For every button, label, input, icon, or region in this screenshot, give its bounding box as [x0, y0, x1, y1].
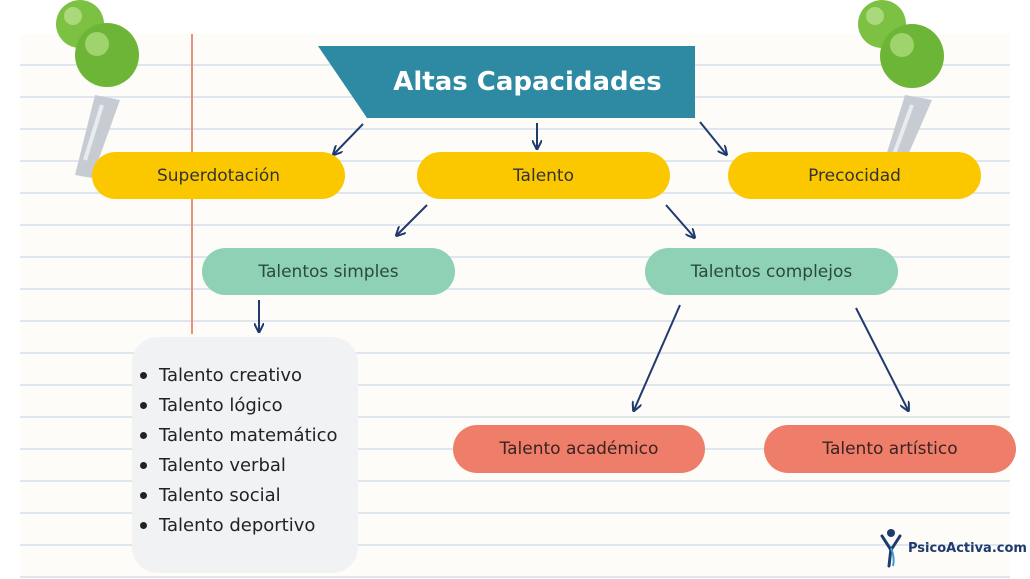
- arrow-title-to-superdotacion: [334, 123, 364, 154]
- list-item: Talento social: [140, 480, 338, 510]
- title-banner: [318, 46, 695, 118]
- list-item-label: Talento deportivo: [159, 514, 316, 536]
- bullet-icon: [140, 401, 147, 409]
- bullet-icon: [140, 371, 147, 379]
- node-superdotacion: Superdotación: [92, 152, 345, 199]
- arrow-talento-to-simples: [397, 204, 428, 235]
- node-talento-academico: Talento académico: [453, 425, 705, 473]
- node-talento-artistico: Talento artístico: [764, 425, 1016, 473]
- psicoactiva-logo: PsicoActiva.com: [880, 528, 1027, 568]
- pushpin-right-icon: [858, 0, 944, 178]
- node-talentos-simples: Talentos simples: [202, 248, 455, 295]
- simple-talents-box: [132, 337, 358, 573]
- bullet-icon: [140, 431, 147, 439]
- list-item-label: Talento social: [159, 484, 281, 506]
- list-item: Talento lógico: [140, 390, 338, 420]
- node-talento: Talento: [417, 152, 670, 199]
- bullet-icon: [140, 461, 147, 469]
- logo-text: PsicoActiva.com: [908, 540, 1027, 556]
- pushpin-left-icon: [56, 0, 139, 178]
- list-item-label: Talento matemático: [159, 424, 338, 446]
- node-talentos-complejos: Talentos complejos: [645, 248, 898, 295]
- arrow-talento-to-complejos: [665, 204, 694, 237]
- list-item: Talento creativo: [140, 360, 338, 390]
- list-item-label: Talento verbal: [159, 454, 286, 476]
- person-logo-icon: [880, 529, 902, 568]
- list-item: Talento deportivo: [140, 510, 338, 540]
- list-item: Talento verbal: [140, 450, 338, 480]
- list-item-label: Talento creativo: [159, 364, 303, 386]
- list-item-label: Talento lógico: [159, 394, 283, 416]
- arrow-title-to-precocidad: [699, 121, 726, 154]
- bullet-icon: [140, 521, 147, 529]
- arrow-complejos-to-artistico: [855, 307, 908, 410]
- simple-talents-list: Talento creativo Talento lógico Talento …: [140, 360, 338, 540]
- bullet-icon: [140, 491, 147, 499]
- diagram-title: Altas Capacidades: [393, 67, 662, 97]
- arrow-complejos-to-academico: [634, 304, 681, 410]
- list-item: Talento matemático: [140, 420, 338, 450]
- node-precocidad: Precocidad: [728, 152, 981, 199]
